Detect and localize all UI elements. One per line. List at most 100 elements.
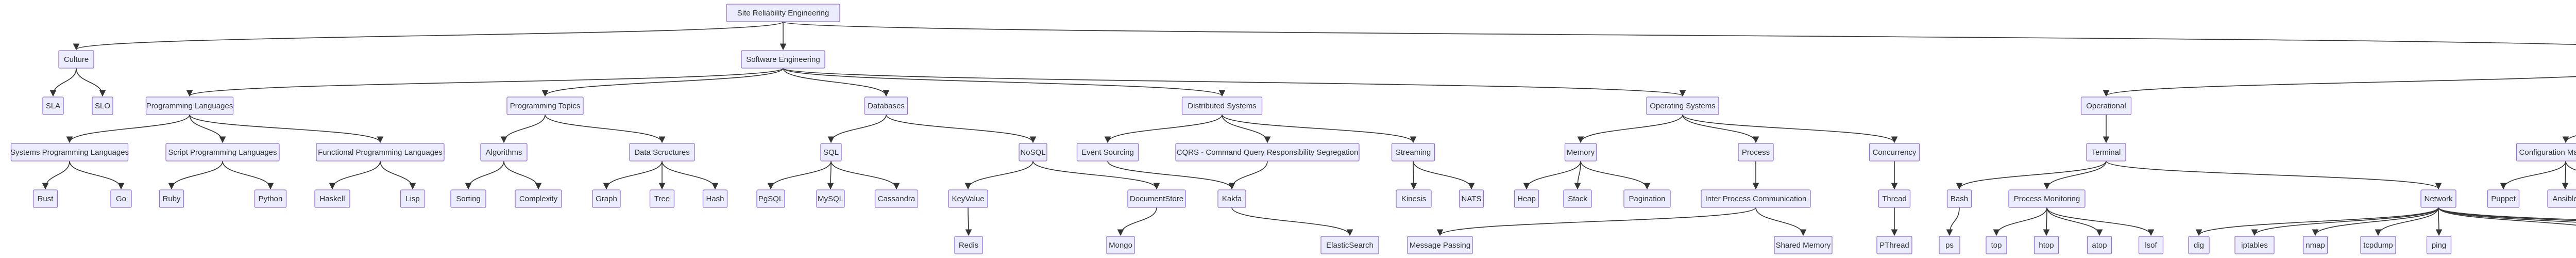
edge-config_mgmt-ansible [2562,160,2569,190]
edge-script_pl-python [222,160,274,190]
node-label-stack: Stack [1568,195,1587,203]
node-label-ipc: Inter Process Communication [1705,195,1807,203]
node-box-atop [2087,236,2112,254]
node-ansible: Ansible [2547,189,2576,208]
edge-sql-pgsql [767,160,832,190]
node-nats: NATS [1459,189,1484,208]
node-box-ruby [159,189,184,208]
edge-ipc-message_passing [1436,207,1756,236]
node-atop: atop [2087,236,2112,254]
edge-memory-pagination [1580,160,1651,190]
node-box-terminal [2086,143,2126,162]
node-box-prog_langs [145,96,234,115]
node-label-kinesis: Kinesis [1401,195,1426,203]
edge-software_engineering-dist_systems [783,68,1226,97]
node-label-cassandra: Cassandra [878,195,916,203]
node-label-ping: ping [2432,241,2446,250]
node-streaming: Streaming [1391,143,1435,162]
node-box-process [1738,143,1774,162]
node-label-nats: NATS [1462,195,1482,203]
edge-prog_langs-sys_pl [66,114,190,143]
node-op_systems: Operating Systems [1646,96,1719,115]
node-label-top: top [1991,241,2002,250]
node-box-haskell [314,189,350,208]
node-box-pgsql [756,189,785,208]
node-box-software_engineering [741,50,825,69]
node-label-message_passing: Message Passing [1410,241,1470,250]
node-ipc: Inter Process Communication [1701,189,1811,208]
node-box-slo [92,96,113,115]
node-ping: ping [2426,236,2452,254]
edge-software_engineering-prog_langs [187,68,784,97]
node-label-lsof: lsof [2145,241,2157,250]
node-box-nmap [2302,236,2328,254]
edge-config_mgmt-chef [2565,160,2576,171]
node-label-concurrency: Concurrency [1872,148,1917,157]
node-label-tree: Tree [654,195,670,203]
node-label-ps: ps [1945,241,1954,250]
node-label-sys_pl: Systems Programming Languages [10,148,129,157]
node-thread: Thread [1878,189,1911,208]
node-process: Process [1738,143,1774,162]
node-box-sorting [450,189,486,208]
node-box-nats [1459,189,1484,208]
node-box-culture [58,50,94,69]
node-event_sourcing: Event Sourcing [1076,143,1139,162]
node-box-sre [726,4,840,22]
node-label-software_engineering: Software Engineering [746,55,820,64]
node-rust: Rust [32,189,58,208]
node-box-ansible [2547,189,2576,208]
node-label-bash: Bash [1951,195,1968,203]
node-label-atop: atop [2092,241,2107,250]
edge-sre-culture [73,21,784,51]
node-label-graph: Graph [596,195,617,203]
edge-prog_topics-data_structures [545,114,666,143]
node-box-event_sourcing [1076,143,1139,162]
node-box-lsof [2138,236,2164,254]
node-data_structures: Data Scructures [629,143,695,162]
node-box-lisp [400,189,426,208]
edge-op_systems-concurrency [1682,114,1898,143]
edge-terminal-process_monitoring [2043,160,2107,190]
node-label-data_structures: Data Scructures [634,148,690,157]
node-label-pthread: PThread [1879,241,1909,250]
node-box-config_mgmt [2516,143,2576,162]
node-box-message_passing [1407,236,1473,254]
edge-streaming-kinesis [1410,160,1417,190]
node-dist_systems: Distributed Systems [1181,96,1263,115]
node-redis: Redis [954,236,983,254]
node-label-cqrs: CQRS - Command Query Responsibility Segr… [1177,148,1359,157]
node-box-complexity [515,189,562,208]
edge-event_sourcing-kakfa [1107,160,1235,190]
node-box-cassandra [874,189,919,208]
node-bash: Bash [1946,189,1972,208]
node-box-network [2420,189,2456,208]
node-label-slo: SLO [95,102,110,110]
edge-nosql-documentstore [1032,160,1160,190]
node-config_mgmt: Configuration Management [2516,143,2576,162]
node-label-keyvalue: KeyValue [952,195,984,203]
node-tcpdump: tcpdump [2360,236,2396,254]
node-label-algorithms: Algorithms [486,148,522,157]
node-cassandra: Cassandra [874,189,919,208]
node-label-process: Process [1742,148,1770,157]
node-complexity: Complexity [515,189,562,208]
edge-terminal-network [2106,160,2442,190]
edge-data_structures-graph [603,160,663,190]
edge-sys_pl-rust [42,160,70,190]
node-operational: Operational [2080,96,2132,115]
node-iptables: iptables [2234,236,2275,254]
edge-software_engineering-op_systems [783,68,1686,97]
edge-network-airmon [2438,207,2576,221]
node-box-iptables [2234,236,2275,254]
edge-network-ping [2435,207,2443,236]
node-label-tcpdump: tcpdump [2363,241,2393,250]
node-haskell: Haskell [314,189,350,208]
node-python: Python [254,189,287,208]
edge-network-traceroute [2438,207,2576,223]
edge-ipc-shared_memory [1755,207,1807,236]
edge-func_pl-lisp [380,160,416,190]
node-label-sorting: Sorting [456,195,481,203]
